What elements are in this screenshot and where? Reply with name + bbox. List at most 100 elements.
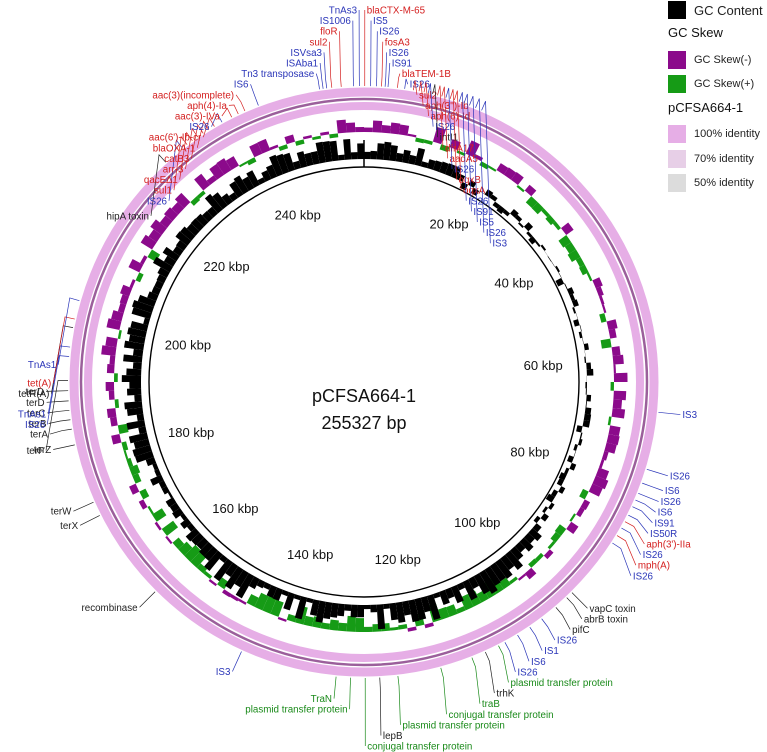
gc-skew-bar bbox=[524, 184, 537, 197]
gc-skew-bar bbox=[611, 346, 621, 356]
gc-content-bar bbox=[500, 554, 515, 571]
gc-content-bar bbox=[502, 209, 511, 217]
feature-label: TnAs1 bbox=[28, 360, 56, 371]
gc-skew-bar bbox=[398, 124, 410, 136]
feature-leader-line bbox=[319, 62, 324, 89]
feature-leader-line bbox=[79, 515, 100, 526]
gc-content-bar bbox=[420, 595, 432, 613]
gc-content-bar bbox=[224, 566, 244, 590]
feature-leader-line bbox=[333, 676, 337, 699]
legend-skew-pos-label: GC Skew(+) bbox=[694, 78, 755, 90]
feature-label: IS91 bbox=[392, 59, 412, 70]
gc-skew-bar bbox=[121, 441, 129, 451]
feature-leader-line bbox=[449, 89, 457, 180]
gc-content-bar bbox=[572, 307, 577, 314]
gc-content-bar bbox=[578, 331, 583, 339]
gc-content-bar bbox=[263, 582, 272, 590]
gc-content-bar bbox=[145, 456, 157, 467]
feature-leader-line bbox=[635, 499, 656, 513]
feature-label: terX bbox=[60, 521, 78, 532]
feature-leader-line bbox=[418, 81, 424, 106]
feature-label: TnAs1 bbox=[18, 409, 46, 420]
gc-skew-bar bbox=[190, 196, 201, 206]
feature-leader-line bbox=[453, 90, 462, 191]
gc-content-bar bbox=[510, 546, 524, 561]
gc-skew-bar bbox=[355, 618, 364, 632]
gc-content-bar bbox=[558, 472, 567, 481]
gc-content-bar bbox=[137, 294, 157, 308]
gc-content-bar bbox=[585, 382, 587, 389]
gc-content-swatch bbox=[668, 1, 686, 19]
gc-content-bar bbox=[126, 407, 144, 416]
gc-skew-bar bbox=[364, 127, 373, 133]
gc-content-bar bbox=[468, 576, 480, 589]
gc-content-bar bbox=[526, 231, 533, 238]
feature-leader-line bbox=[646, 468, 668, 477]
feature-leader-line bbox=[441, 86, 448, 159]
feature-label: sul2 bbox=[309, 37, 327, 48]
gc-skew-bar bbox=[372, 120, 383, 133]
gc-content-bar bbox=[169, 502, 180, 513]
gc-skew-bar bbox=[109, 355, 116, 365]
gc-content-bar bbox=[510, 209, 519, 218]
kbp-tick-label: 60 kbp bbox=[524, 358, 563, 373]
gc-skew-bar bbox=[564, 242, 577, 254]
feature-label: terB bbox=[29, 419, 47, 430]
gc-content-bar bbox=[556, 478, 565, 487]
feature-label: IS50R bbox=[650, 529, 677, 540]
gc-skew-bar bbox=[608, 425, 621, 437]
gc-content-bar bbox=[535, 240, 541, 248]
feature-label: terZ bbox=[34, 445, 51, 456]
gc-skew-bar bbox=[569, 513, 577, 522]
gc-skew-bar bbox=[390, 122, 401, 135]
gc-content-bar bbox=[408, 599, 420, 623]
gc-content-bar bbox=[172, 245, 184, 257]
gc-content-bar bbox=[514, 214, 523, 223]
gc-skew-bar bbox=[196, 190, 206, 199]
gc-content-bar bbox=[163, 255, 177, 267]
feature-label: Tn3 transposase bbox=[241, 69, 315, 80]
feature-label: aac(6')-Ib-cr bbox=[149, 133, 202, 144]
gc-skew-bar bbox=[249, 142, 263, 158]
gc-skew-bar bbox=[598, 459, 605, 469]
gc-skew-bar bbox=[558, 235, 572, 248]
gc-skew-bar bbox=[543, 549, 554, 560]
gc-skew-bar bbox=[216, 158, 232, 175]
gc-content-bar bbox=[161, 486, 170, 495]
gc-content-bar bbox=[276, 153, 290, 175]
gc-skew-bar bbox=[423, 139, 433, 146]
feature-label: trhK bbox=[496, 689, 514, 700]
gc-content-bar bbox=[514, 541, 526, 553]
gc-content-bar bbox=[551, 261, 555, 268]
gc-content-bar bbox=[128, 334, 146, 344]
gc-skew-bar bbox=[601, 450, 609, 461]
gc-skew-bar bbox=[550, 531, 562, 543]
gc-skew-bar bbox=[277, 616, 287, 622]
gc-content-track bbox=[121, 139, 594, 630]
gc-content-bar bbox=[567, 455, 575, 463]
feature-label: IS26 bbox=[661, 497, 682, 508]
gc-skew-bar bbox=[595, 286, 604, 297]
gc-content-bar bbox=[414, 597, 427, 621]
gc-content-bar bbox=[248, 576, 260, 590]
gc-content-bar bbox=[389, 145, 398, 162]
feature-leader-line bbox=[475, 98, 485, 233]
gc-skew-bar bbox=[206, 175, 218, 185]
gc-content-bar bbox=[306, 597, 314, 604]
gc-skew-bar bbox=[336, 119, 347, 134]
feature-leader-line bbox=[381, 41, 384, 87]
skew-pos-swatch bbox=[668, 75, 686, 93]
feature-leader-line bbox=[49, 428, 72, 435]
feature-label: aph(3'')-Ib bbox=[425, 101, 469, 112]
gc-content-bar bbox=[426, 594, 441, 621]
gc-content-bar bbox=[569, 293, 576, 302]
feature-label: IS26 bbox=[517, 667, 538, 678]
gc-content-bar bbox=[304, 152, 314, 167]
gc-skew-bar bbox=[163, 207, 179, 222]
feature-label: aph(4)-Ia bbox=[187, 101, 227, 112]
gc-skew-bar bbox=[345, 122, 356, 133]
gc-skew-bar bbox=[424, 622, 434, 629]
feature-label: fosA3 bbox=[385, 37, 411, 48]
feature-leader-line bbox=[517, 634, 530, 662]
